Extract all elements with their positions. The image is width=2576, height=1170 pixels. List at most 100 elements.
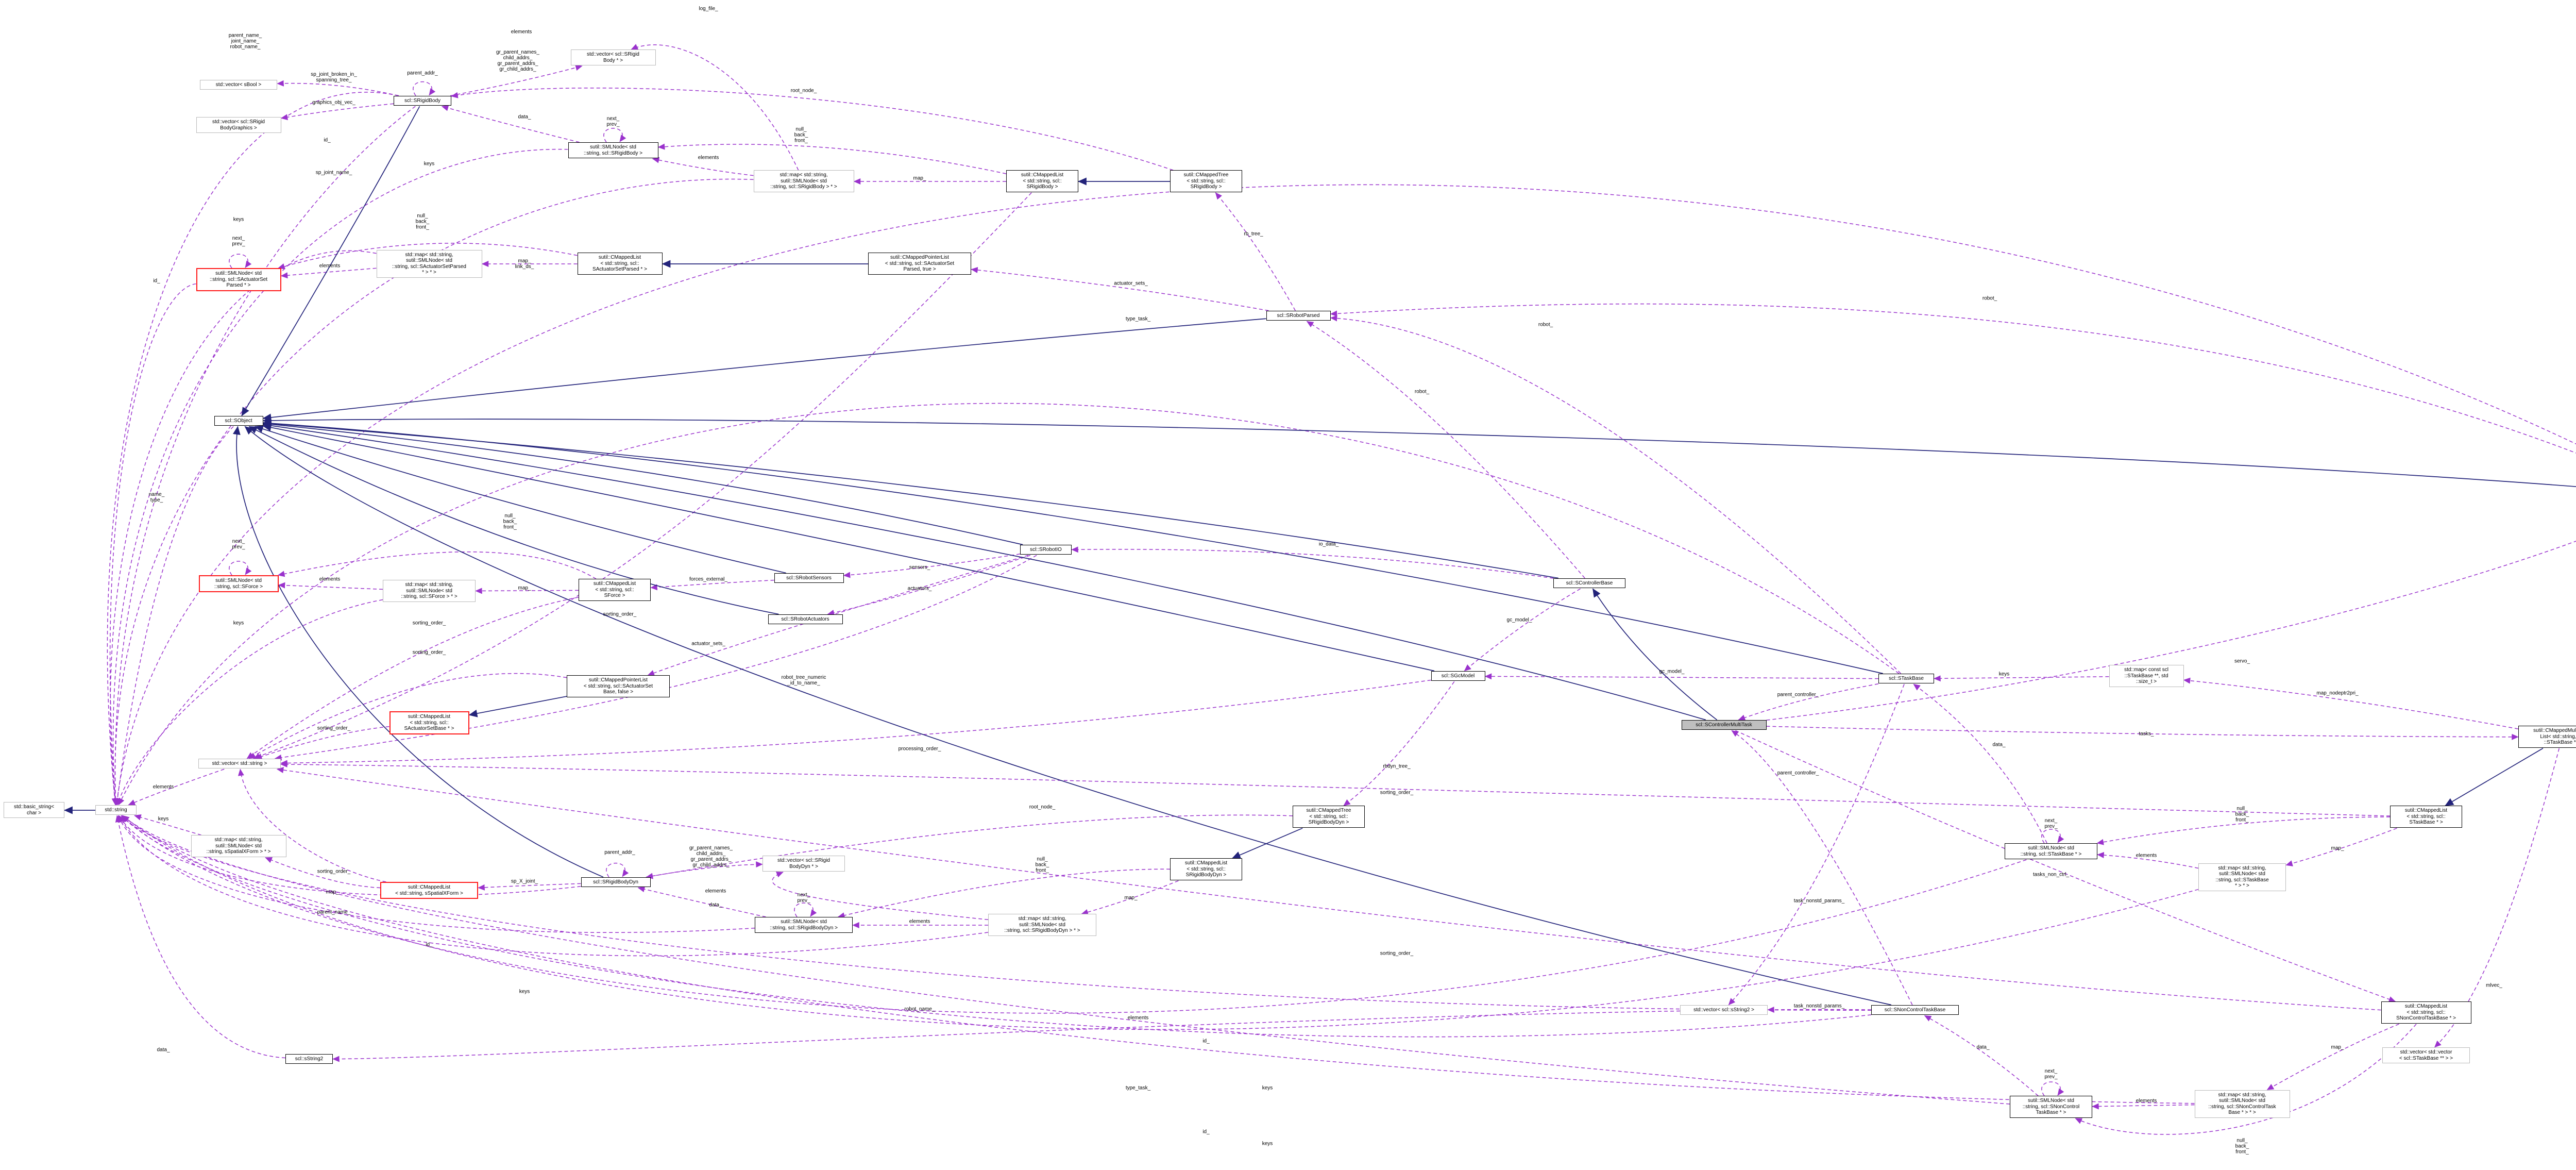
usage-edge	[1738, 683, 1879, 721]
node-cmappedlist-srigidbodydyn[interactable]: sutil::CMappedList< std::string, scl::SR…	[1170, 858, 1242, 880]
node-vec-vec-staskbase[interactable]: std::vector< std::vector< scl::STaskBase…	[2382, 1047, 2470, 1063]
usage-edge	[413, 81, 436, 96]
usage-edge	[112, 178, 754, 806]
node-cmappedlist-sactuatorsetparsed[interactable]: sutil::CMappedList< std::string, scl::SA…	[577, 253, 663, 275]
node-map-staskbase-sizet[interactable]: std::map< const scl::STaskBase **, std::…	[2109, 665, 2184, 687]
usage-edge	[837, 868, 1171, 918]
node-cmappedlist-sspatialxform[interactable]: sutil::CMappedList< std::string, sSpatia…	[380, 882, 478, 899]
usage-edge	[118, 815, 581, 896]
usage-edge	[827, 555, 1031, 616]
usage-edge	[1766, 726, 2519, 740]
node-srigidbody[interactable]: scl::SRigidBody	[394, 95, 451, 106]
node-staskbase[interactable]: scl::STaskBase	[1878, 673, 1934, 684]
usage-edge	[1924, 1015, 2039, 1096]
node-vec-sbool[interactable]: std::vector< sBool >	[200, 79, 277, 90]
node-map-smlnode-staskbase[interactable]: std::map< std::string,sutil::SMLNode< st…	[2198, 863, 2286, 891]
node-cmappedlist-sforce[interactable]: sutil::CMappedList< std::string, scl::SF…	[579, 579, 651, 601]
usage-edge	[647, 555, 1029, 676]
node-snoncontroltaskbase[interactable]: scl::SNonControlTaskBase	[1871, 1005, 1959, 1015]
node-cmappedlist-srigidbody[interactable]: sutil::CMappedList< std::string, scl::SR…	[1006, 170, 1078, 192]
node-basic-string[interactable]: std::basic_string<char >	[4, 802, 64, 818]
node-map-smlnode-sforce[interactable]: std::map< std::string,sutil::SMLNode< st…	[383, 580, 476, 602]
node-vec-string[interactable]: std::vector< std::string >	[198, 758, 281, 769]
inheritance-edge	[241, 106, 420, 416]
usage-edge	[280, 268, 377, 279]
usage-edge	[114, 426, 234, 806]
usage-edge	[115, 815, 286, 1059]
node-cmappedtree-srigidbodydyn[interactable]: sutil::CMappedTree< std::string, scl::SR…	[1293, 806, 1365, 828]
node-map-smlnode-sspatialxform[interactable]: std::map< std::string,sutil::SMLNode< st…	[191, 835, 286, 857]
node-cmappedpointerlist-sactuatorsetbase[interactable]: sutil::CMappedPointerList< std::string, …	[567, 675, 670, 697]
usage-edge	[107, 92, 399, 806]
node-sobject[interactable]: scl::SObject	[214, 415, 263, 426]
node-smlnode-sactuatorsetparsed[interactable]: sutil::SMLNode< std::string, scl::SActua…	[196, 268, 281, 291]
usage-edge	[276, 767, 2381, 1011]
node-sgcmodel[interactable]: scl::SGcModel	[1431, 671, 1485, 681]
usage-edge	[2285, 828, 2397, 866]
usage-edge	[794, 902, 817, 917]
node-cmappedlist-sactuatorsetbase[interactable]: sutil::CMappedList< std::string, scl::SA…	[389, 711, 469, 734]
node-srobotio[interactable]: scl::SRobotIO	[1020, 544, 1072, 555]
usage-edge	[843, 554, 1021, 578]
node-sstring2[interactable]: scl::sString2	[285, 1054, 333, 1064]
usage-edge	[2075, 1024, 2417, 1135]
usage-edge	[1343, 681, 1455, 806]
node-map-smlnode-sactuatorsetparsed[interactable]: std::map< std::string,sutil::SMLNode< st…	[376, 249, 482, 278]
usage-edge	[652, 157, 754, 176]
usage-edge	[112, 149, 568, 806]
node-srobotparsed[interactable]: scl::SRobotParsed	[1266, 310, 1331, 321]
node-smlnode-staskbase[interactable]: sutil::SMLNode< std::string, scl::STaskB…	[2005, 843, 2097, 859]
node-smlnode-sforce[interactable]: sutil::SMLNode< std::string, scl::SForce…	[198, 575, 279, 592]
usage-edge	[278, 243, 578, 270]
inheritance-edge	[262, 420, 1023, 545]
usage-edge	[650, 579, 774, 591]
node-smlnode-srigidbody[interactable]: sutil::SMLNode< std::string, scl::SRigid…	[568, 142, 658, 158]
usage-edge	[265, 857, 381, 889]
usage-edge	[229, 254, 252, 269]
node-smlnode-srigidbodydyn[interactable]: sutil::SMLNode< std::string, scl::SRigid…	[755, 917, 853, 933]
usage-edge	[971, 266, 1269, 311]
node-srobotactuators[interactable]: scl::SRobotActuators	[768, 614, 843, 625]
usage-edge	[2092, 1103, 2195, 1110]
usage-edge	[603, 128, 626, 143]
node-map-smlnode-srigidbodydyn[interactable]: std::map< std::string,sutil::SMLNode< st…	[988, 914, 1096, 936]
node-cmappedpointerlist-sactuatorsetparsed[interactable]: sutil::CMappedPointerList< std::string, …	[868, 253, 971, 275]
usage-edge	[278, 582, 383, 590]
node-srigidbodydyn[interactable]: scl::SRigidBodyDyn	[581, 877, 651, 888]
node-cmappedlist-staskbase[interactable]: sutil::CMappedList< std::string, scl::ST…	[2390, 806, 2462, 828]
usage-edge	[475, 588, 579, 594]
node-map-smlnode-srigidbody[interactable]: std::map< std::string,sutil::SMLNode< st…	[753, 170, 854, 192]
usage-edge	[2434, 748, 2560, 1048]
usage-edge	[1215, 192, 1296, 311]
usage-edge	[1731, 730, 1913, 1006]
usage-edge	[1484, 673, 1879, 680]
inheritance-edge	[262, 318, 1266, 422]
node-cmappedmultilevellist-staskbase[interactable]: sutil::CMappedMultiLevelList< std::strin…	[2518, 726, 2576, 748]
inheritance-edge	[248, 426, 779, 615]
usage-edge	[2266, 1024, 2399, 1091]
inheritance-edge	[262, 419, 1883, 674]
usage-edge	[121, 815, 1872, 1011]
usage-edge	[253, 192, 1032, 759]
node-srobotsensors[interactable]: scl::SRobotSensors	[774, 573, 844, 583]
node-map-smlnode-snoncontroltaskbase[interactable]: std::map< std::string,sutil::SMLNode< st…	[2194, 1090, 2290, 1118]
node-scontrollermultitask[interactable]: scl::SControllerMultiTask	[1681, 720, 1767, 730]
usage-edge	[657, 143, 1007, 174]
node-cmappedtree-srigidbody[interactable]: sutil::CMappedTree< std::string, scl::SR…	[1170, 170, 1242, 192]
inheritance-edge	[262, 420, 1559, 579]
inheritance-edge	[262, 416, 2576, 487]
node-smlnode-snoncontroltaskbase[interactable]: sutil::SMLNode< std::string, scl::SNonCo…	[2010, 1096, 2092, 1118]
usage-edge	[1330, 315, 1902, 674]
usage-edge	[274, 555, 1037, 761]
node-scontrollerbase[interactable]: scl::SControllerBase	[1553, 578, 1625, 589]
usage-edge	[280, 761, 2391, 816]
usage-edge	[116, 599, 383, 806]
node-vec-sstring2[interactable]: std::vector< scl::sString2 >	[1680, 1005, 1768, 1015]
usage-edge	[2096, 816, 2391, 845]
usage-edge	[277, 551, 597, 579]
node-std-string[interactable]: std::string	[95, 805, 137, 815]
node-cmappedlist-snoncontroltaskbase[interactable]: sutil::CMappedList< std::string, scl::SN…	[2381, 1001, 2471, 1024]
